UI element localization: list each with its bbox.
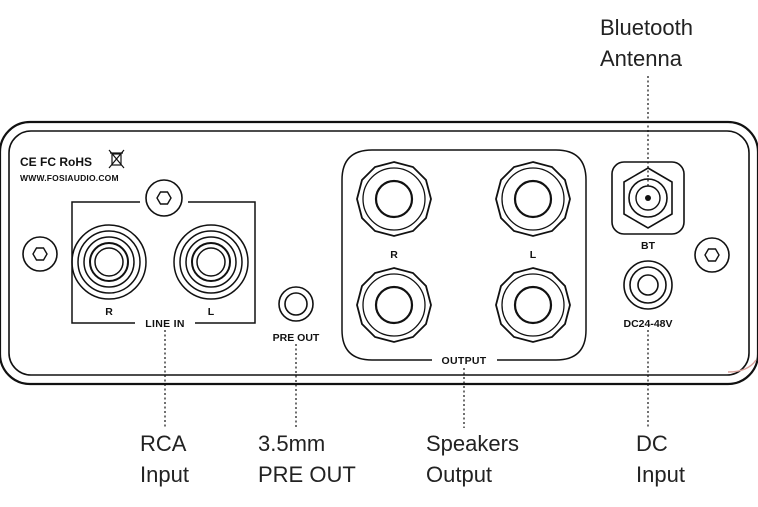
speaker-terminal-left-bottom[interactable]: [495, 267, 571, 343]
line-in-right-label: R: [105, 306, 113, 318]
cert-marks-text: CE FC RoHS: [20, 155, 92, 169]
right-screw-icon: [694, 237, 730, 273]
line-in-group: LINE IN R L: [71, 179, 256, 330]
callout-speakers-line1: Speakers: [426, 431, 519, 456]
left-screw-icon: [22, 236, 58, 272]
callout-dc-line2: Input: [636, 462, 685, 487]
callout-preout-line2: PRE OUT: [258, 462, 356, 487]
speaker-terminal-left-top[interactable]: [495, 161, 571, 237]
callout-dc-line1: DC: [636, 431, 668, 456]
callout-speakers-line2: Output: [426, 462, 492, 487]
bt-label: BT: [641, 240, 656, 252]
pre-out-label: PRE OUT: [273, 332, 320, 344]
pre-out-jack[interactable]: [278, 286, 314, 322]
leader-lines: [164, 76, 649, 428]
speaker-terminal-right-bottom[interactable]: [356, 267, 432, 343]
callout-rca-line1: RCA: [140, 431, 187, 456]
certification-marks: CE FC RoHS WWW.FOSIAUDIO.COM: [20, 149, 125, 183]
output-right-label: R: [390, 249, 398, 261]
rca-jack-right[interactable]: [71, 224, 147, 300]
callout-bluetooth-line2: Antenna: [600, 46, 683, 71]
callout-rca-line2: Input: [140, 462, 189, 487]
callout-bluetooth-line1: Bluetooth: [600, 15, 693, 40]
dc-power-jack[interactable]: [623, 260, 673, 310]
callout-preout-line1: 3.5mm: [258, 431, 325, 456]
line-in-screw-icon: [145, 179, 183, 217]
chassis: [0, 120, 758, 386]
website-url: WWW.FOSIAUDIO.COM: [20, 173, 119, 183]
callouts: Bluetooth Antenna RCA Input 3.5mm PRE OU…: [140, 15, 693, 487]
output-label: OUTPUT: [442, 355, 487, 367]
bluetooth-antenna-connector[interactable]: [611, 161, 685, 235]
line-in-left-label: L: [208, 306, 215, 318]
line-in-label: LINE IN: [145, 318, 184, 330]
speaker-output-group: OUTPUT R L: [341, 149, 587, 367]
output-left-label: L: [530, 249, 537, 261]
weee-bin-icon: [108, 149, 125, 169]
dc-voltage-label: DC24-48V: [623, 318, 672, 330]
speaker-terminal-right-top[interactable]: [356, 161, 432, 237]
rca-jack-left[interactable]: [173, 224, 249, 300]
